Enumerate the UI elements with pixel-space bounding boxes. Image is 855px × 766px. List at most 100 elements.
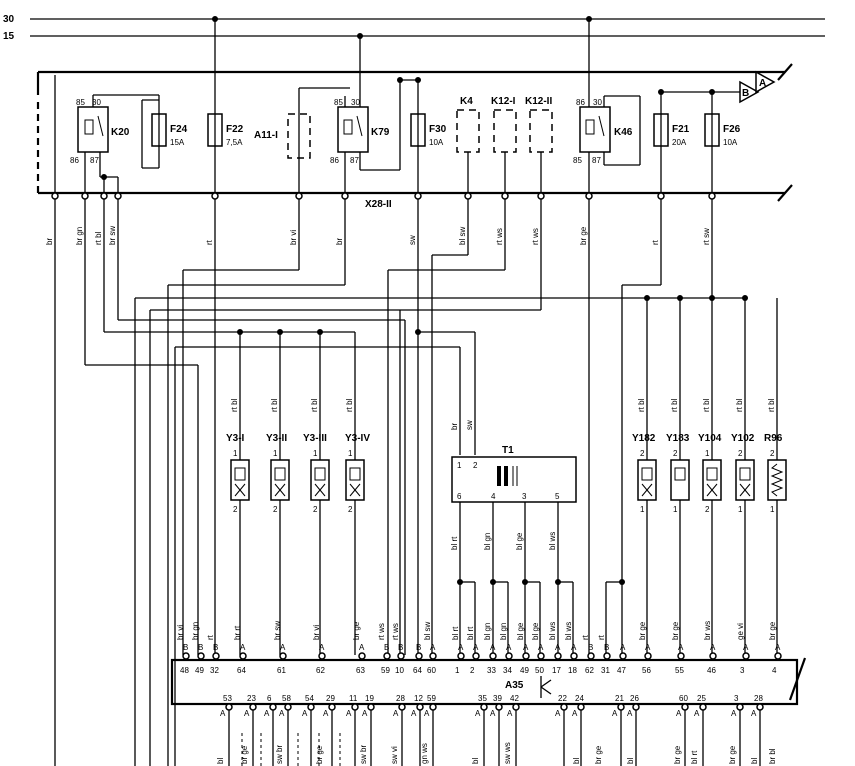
component-pin-numbers: 1 2 1 2 1 2 1 2 2 1 2 1 1 2 2 1 2 1 [233,449,775,514]
svg-text:br gn: br gn [75,227,84,245]
svg-text:87: 87 [350,156,359,165]
a35-bottom-pin-letter: A [362,709,368,718]
a35-top-pin-number: 62 [316,666,325,675]
a35-bottom-pin-number: 11 [349,694,358,703]
a35-bottom-pin [367,703,375,711]
svg-text:30: 30 [593,98,602,107]
a35-top-wire-label: br vi [312,625,321,640]
a35-bottom-pin-letter: A [475,709,481,718]
routing-wires [54,199,778,766]
a35-bottom-pin [328,703,336,711]
a35-top-pin-letter: A [620,643,626,652]
a35-bottom-pin [398,703,406,711]
valve-y3-iii: Y3-III [303,433,330,501]
a35-top-pin-number: 10 [395,666,404,675]
a35-top-wire-label: br ge [671,621,680,640]
svg-text:br: br [450,423,459,430]
a35-top-wire-label: br gn [191,622,200,640]
svg-text:F26: F26 [723,124,741,135]
a35-bottom-pin-letter: A [323,709,329,718]
a35-bottom-pin-number: 3 [734,694,739,703]
a35-bottom-pin [480,703,488,711]
a35-top-wire-label: rt [206,634,215,640]
a35-top-pin [505,652,513,660]
a35-top-pin [554,652,562,660]
a35-bottom-pin-number: 58 [282,694,291,703]
a35-bottom-wire-label: br ge [315,745,324,764]
svg-text:rt bl: rt bl [310,398,319,412]
a35-top-pin [279,652,287,660]
svg-text:85: 85 [76,98,85,107]
a35-bottom-pin-letter: A [627,709,633,718]
svg-text:rt: rt [651,239,660,245]
svg-text:7,5A: 7,5A [226,138,243,147]
a35-bottom-pin-letter: A [244,709,250,718]
fuse-f24: F24 15A [151,100,188,160]
a35-bottom-wire-label: bl [750,758,759,764]
a35-top-pin-number: 47 [617,666,626,675]
svg-text:2: 2 [313,505,318,514]
svg-text:87: 87 [592,156,601,165]
svg-text:1: 1 [770,505,775,514]
svg-text:rt bl: rt bl [270,398,279,412]
a35-top-pin-number: 1 [455,666,460,675]
svg-text:2: 2 [348,505,353,514]
a35-top-pin-number: 49 [520,666,529,675]
svg-text:K4: K4 [460,96,473,107]
a35-top-pin-number: 64 [237,666,246,675]
a35-bottom-pin-letter: A [393,709,399,718]
svg-text:br ge: br ge [579,226,588,245]
a35-top-wire-label: bl ge [516,622,525,640]
a35-top-pin-letter: A [645,643,651,652]
a35-top-wire-label: bl gn [499,623,508,640]
svg-text:K12-II: K12-II [525,96,552,107]
svg-text:1: 1 [233,449,238,458]
svg-text:2: 2 [673,449,678,458]
a35-top-pin-number: 55 [675,666,684,675]
a35-bottom-pin [632,703,640,711]
svg-text:rt ws: rt ws [531,228,540,245]
a35-top-wire-label: bl rt [466,626,475,640]
a35-bottom-pin-letter: A [424,709,430,718]
svg-text:1: 1 [673,505,678,514]
a35-bottom-pin-number: 25 [697,694,706,703]
a35-top-pin-number: 46 [707,666,716,675]
svg-text:1: 1 [738,505,743,514]
a35-top-pin-number: 59 [381,666,390,675]
a35-bottom-wire-label: br ge [594,745,603,764]
a35-bottom-pin [736,703,744,711]
svg-text:15A: 15A [170,138,185,147]
a35-bottom-pin-letter: A [346,709,352,718]
k20-label: K20 [111,127,130,138]
a35-bottom-pin [307,703,315,711]
svg-text:br: br [45,238,54,245]
a35-top-pin [358,652,366,660]
a35-bottom-pin-letter: A [411,709,417,718]
a35-top-wire-label: br ws [703,621,712,640]
a35-top-pin-number: 61 [277,666,286,675]
a35-bottom-pin-letter: A [694,709,700,718]
svg-text:2: 2 [705,505,710,514]
svg-text:10A: 10A [429,138,444,147]
a35-top-pin-number: 49 [195,666,204,675]
svg-text:2: 2 [640,449,645,458]
a35-top-pin-letter: A [490,643,496,652]
a35-bottom-wire-label: bl rt [690,750,699,764]
a35-top-pin [397,652,405,660]
valve-y3-iv: Y3-IV [345,433,370,501]
a35-bottom-pin-number: 42 [510,694,519,703]
a35-bottom-pin-number: 19 [365,694,374,703]
a35-bottom-pin [560,703,568,711]
a35-bottom-pin-number: 22 [558,694,567,703]
svg-text:rt bl: rt bl [345,398,354,412]
a35-top-pin-number: 34 [503,666,512,675]
svg-text:B: B [742,88,749,99]
a35-top-pin [318,652,326,660]
a35-top-wire-label: bl ws [564,622,573,640]
a35-top-pin-letter: B [198,643,203,652]
rail-15-label: 15 [3,31,15,42]
relay-slot-k12ii: K12-II [525,96,553,153]
a35-bottom-pin-letter: A [279,709,285,718]
a35-bottom-pin-letter: A [264,709,270,718]
a35-bottom-pin-letter: A [612,709,618,718]
